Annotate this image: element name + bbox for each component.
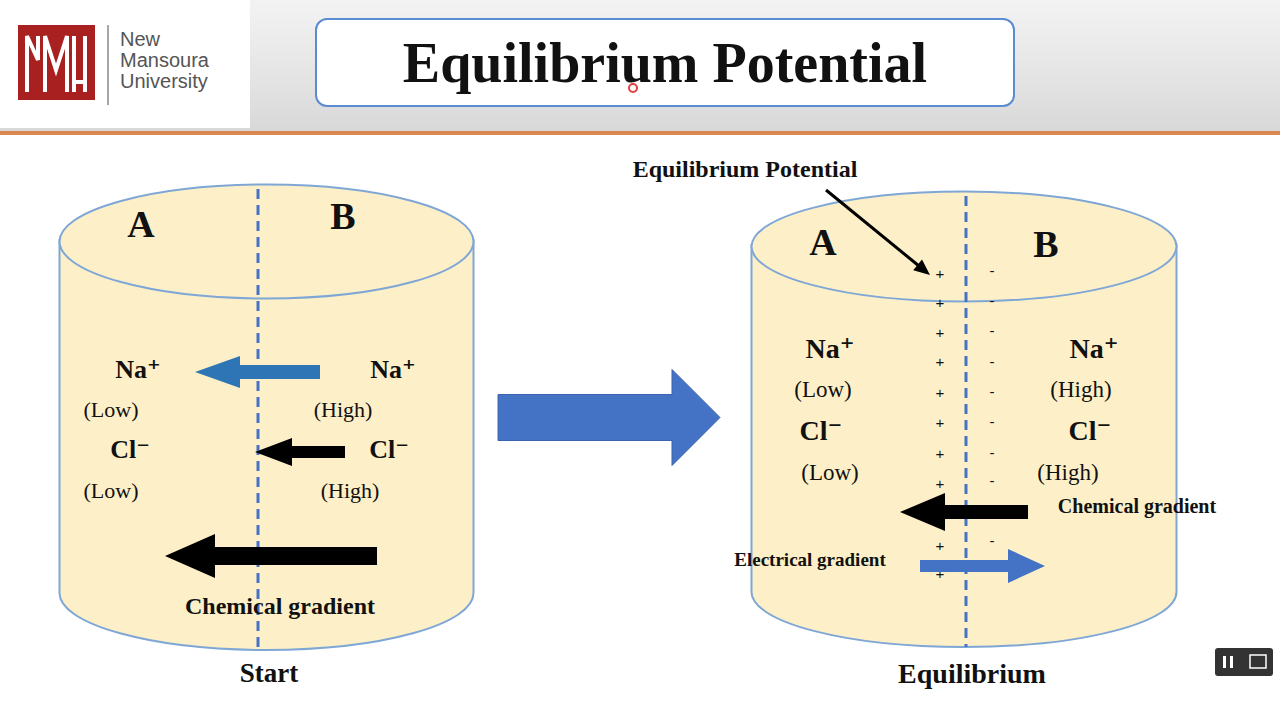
screen-icon [1250,655,1266,668]
positive-charge: + [936,266,945,281]
block-arrow [498,370,720,466]
node-text: B [1033,225,1058,263]
negative-charge: - [990,384,995,399]
node-text: Chemical gradient [1058,496,1216,516]
pause-bar [1223,656,1226,668]
node-text: (High) [1037,461,1098,484]
positive-charge: + [936,325,945,340]
node-text: A [127,205,154,243]
node-text: Na⁺ [370,357,416,383]
node-text: A [809,223,836,261]
pause-bar [1230,656,1233,668]
positive-charge: + [936,354,945,369]
cursor-mark [629,84,637,92]
electrical-gradient-arrow [920,549,1045,583]
callout-label: Equilibrium Potential [633,157,858,181]
header-rule [0,131,1280,135]
logo-divider [107,25,109,105]
node-text: (High) [314,399,373,421]
positive-charge: + [936,538,945,553]
university-name: New Mansoura University [120,29,230,92]
positive-charge: + [936,415,945,430]
node-text: Na⁺ [1070,335,1119,363]
logo-strokes [27,36,85,92]
node-text: B [330,197,355,235]
positive-charge: + [936,566,945,581]
node-text: Cl⁻ [1069,417,1112,445]
cylinder-container: A B Na⁺ (Low) Na⁺ (High) Cl⁻ (Low) Cl⁻ (High) Chem… [58,183,475,650]
sodium-arrow [195,356,320,388]
cylinder-body [752,245,1177,647]
positive-charge: + [936,385,945,400]
cylinder-body [60,240,474,650]
positive-charge: + [936,476,945,491]
node-text: Electrical gradient [734,550,885,569]
node-text: (High) [321,480,380,502]
positive-charge: + [936,295,945,310]
negative-charge: - [990,561,995,576]
negative-charge: - [990,533,995,548]
chemical-gradient-arrow [900,493,1028,531]
logo-square [18,25,95,100]
positive-charge: + [936,446,945,461]
node-text: Na⁺ [115,357,161,383]
node-text: Cl⁻ [110,437,150,463]
negative-charge: - [990,293,995,308]
negative-charge: - [990,414,995,429]
chemical-gradient-arrow [165,534,377,578]
node-text: (High) [1050,378,1111,401]
leader-line [826,190,919,266]
player-control [1215,648,1273,676]
node-text: Equilibrium [898,660,1046,688]
title-box: Equilibrium Potential [315,18,1015,107]
node-text: (Low) [84,480,139,502]
slide-title: Equilibrium Potential [403,31,927,95]
node-text: Start [240,660,298,687]
cylinder-top [752,192,1177,302]
cylinder-container: ABNa⁺(Low)Na⁺(High)Cl⁻(Low)Cl⁻(High)Chem… [750,190,1178,647]
node-text: Chemical gradient [185,594,375,618]
membrane-line [257,189,260,650]
cylinder-top [60,185,474,299]
node-text: (Low) [801,461,858,484]
node-text: Cl⁻ [369,437,409,463]
leader-arrowhead [913,260,930,276]
negative-charge: - [990,445,995,460]
negative-charge: - [990,263,995,278]
node-text: (Low) [794,378,851,401]
node-text: Na⁺ [806,335,855,363]
negative-charge: - [990,473,995,488]
node-text: Cl⁻ [800,417,843,445]
negative-charge: - [990,354,995,369]
chloride-arrow [255,438,345,466]
node-text: (Low) [84,399,139,421]
membrane-line [965,196,968,647]
negative-charge: - [990,323,995,338]
